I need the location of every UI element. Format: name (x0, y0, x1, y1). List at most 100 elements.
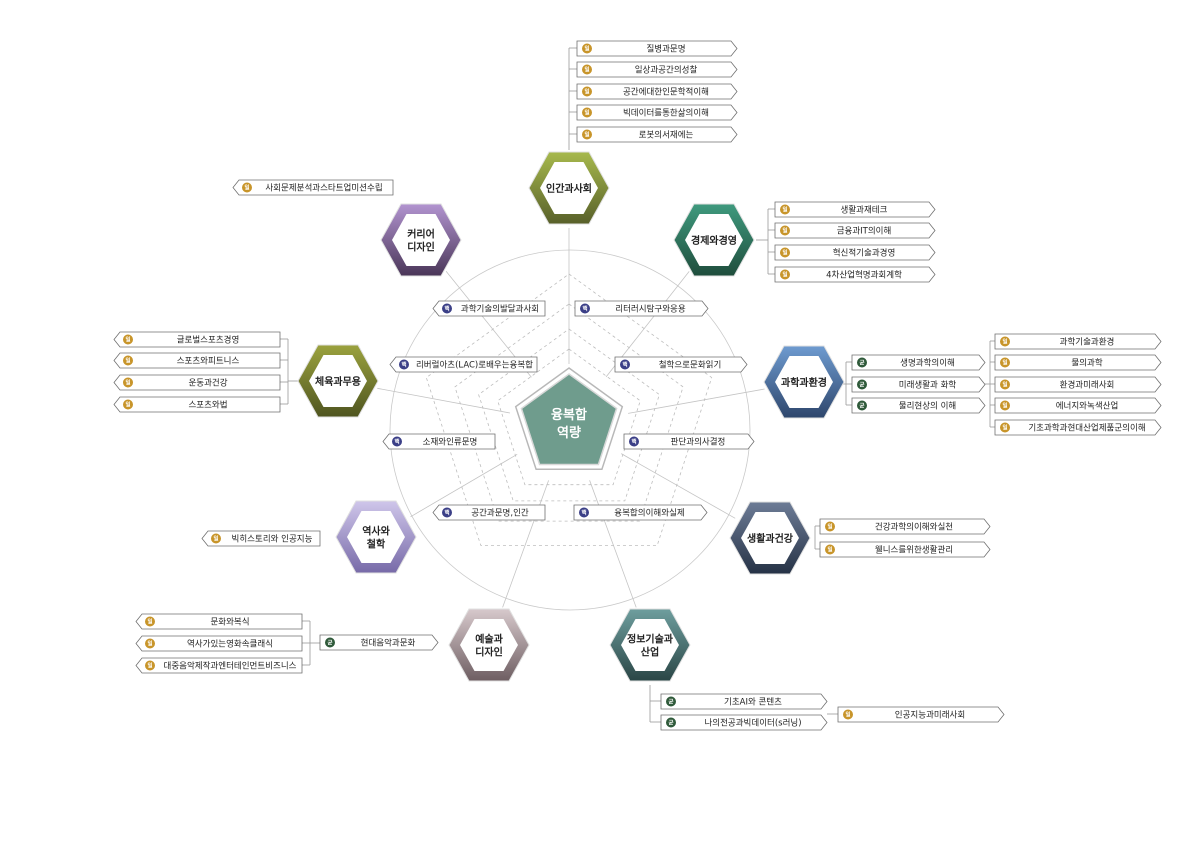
tag-badge-text: 일 (782, 206, 787, 214)
tag-badge-text: 일 (125, 336, 130, 344)
tag-box (623, 433, 755, 450)
tag-badge (857, 400, 867, 411)
tag-badge-text: 일 (125, 401, 130, 409)
tag-badge (145, 616, 155, 627)
tag-badge-text: 일 (782, 271, 787, 279)
tag-label: 로봇의서재에는 (639, 130, 694, 141)
tag-box (574, 300, 709, 317)
tag-badge (825, 544, 835, 555)
tag-badge-text: 일 (845, 711, 850, 719)
tag-box (774, 266, 936, 283)
tag-label: 공간과문명,인간 (471, 508, 529, 519)
tag-box (576, 104, 738, 121)
tag-badge (123, 377, 133, 388)
tag-box (113, 396, 281, 413)
tag-badge (780, 204, 790, 215)
hex-label: 과학과환경 (781, 376, 827, 389)
tag-label: 물의과학 (1071, 358, 1102, 369)
tag-badge-text: 일 (584, 88, 589, 96)
tag-box (576, 126, 738, 143)
tag-box (319, 634, 439, 651)
radial-lines (377, 228, 765, 608)
hex-node: 인간과사회 (528, 151, 610, 225)
tag-badge-text: 일 (1002, 338, 1007, 346)
tag-badge (780, 269, 790, 280)
tag-badge (579, 507, 589, 518)
tag-label: 나의전공과빅데이터(s러닝) (704, 718, 801, 729)
center-title-line2: 역량 (557, 425, 581, 441)
tag-badge-text: 핵 (444, 305, 449, 313)
tag-box (135, 635, 303, 652)
tag-label: 에너지와녹색산업 (1056, 401, 1119, 412)
tag-badge (780, 225, 790, 236)
connector-lines (280, 47, 995, 723)
tag-badge (582, 43, 592, 54)
tag-box (576, 83, 738, 100)
hex-label: 디자인 (407, 241, 435, 254)
tag-badge (392, 436, 402, 447)
tag-badge-text: 일 (147, 618, 152, 626)
tag-box (614, 356, 748, 373)
tag-label: 문화와복식 (210, 617, 249, 628)
hex-inner (621, 619, 679, 671)
tag-badge-text: 일 (1002, 402, 1007, 410)
tag-label: 기초AI와 콘텐츠 (724, 697, 782, 708)
tag-label: 빅히스토리와 인공지능 (232, 534, 313, 545)
tag-badge (620, 359, 630, 370)
hex-inner (741, 512, 799, 564)
tag-badge-text: 균 (668, 698, 673, 706)
tag-box (113, 352, 281, 369)
hex-inner (309, 355, 367, 407)
tag-box (389, 356, 538, 373)
tag-badge-text: 일 (1002, 381, 1007, 389)
hex-node: 경제와경영 (673, 203, 755, 277)
tag-label: 생활과재테크 (841, 205, 888, 216)
tag-box (432, 504, 546, 521)
tag-box (994, 376, 1162, 393)
tag-badge (666, 717, 676, 728)
tag-label: 혁신적기술과경영 (833, 248, 896, 259)
hex-label: 경제와경영 (691, 234, 737, 247)
tag-badge (857, 357, 867, 368)
tag-label: 대중음악제작과엔터테인먼트비즈니스 (164, 661, 297, 672)
tag-badge-text: 일 (827, 523, 832, 531)
outer-circle (389, 249, 751, 611)
dashed-pentagon (497, 348, 641, 486)
tag-badge (123, 355, 133, 366)
tag-badge-text: 일 (1002, 424, 1007, 432)
tag-label: 건강과학의이해와실천 (875, 522, 953, 533)
category-hexagons: 인간과사회경제와경영과학과환경생활과건강정보기술과산업예술과디자인역사와철학체육… (297, 151, 845, 682)
radial-line (377, 387, 511, 414)
hex-label: 산업 (641, 646, 659, 659)
tag-badge (123, 334, 133, 345)
tag-badge (857, 379, 867, 390)
tag-box (851, 397, 986, 414)
tag-box (576, 61, 738, 78)
tag-badge-text: 핵 (401, 361, 406, 369)
tag-badge-text: 일 (213, 535, 218, 543)
tag-label: 융복합의이해와실제 (614, 508, 684, 519)
tag-box (774, 201, 936, 218)
tag-label: 소재와인류문명 (423, 437, 478, 448)
tag-label: 사회문제분석과스타트업미션수립 (265, 183, 382, 194)
tag-label: 빅데이터를통한삶의이해 (623, 108, 709, 119)
tag-badge (1000, 422, 1010, 433)
